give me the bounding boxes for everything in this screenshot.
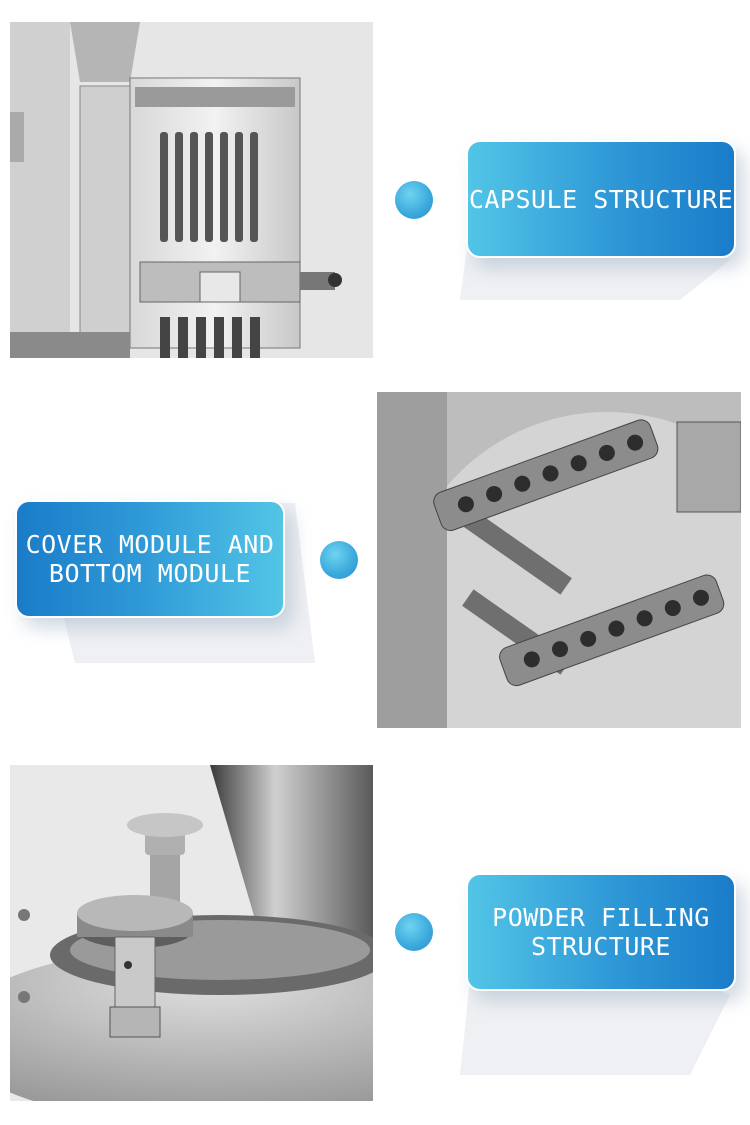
bullet-dot bbox=[395, 913, 433, 951]
powder-filling-label: POWDER FILLING STRUCTURE bbox=[466, 873, 736, 991]
cover-bottom-module-label: COVER MODULE AND BOTTOM MODULE bbox=[15, 500, 285, 618]
capsule-structure-label: CAPSULE STRUCTURE bbox=[466, 140, 736, 258]
capsule-mechanism-photo bbox=[10, 22, 373, 358]
bullet-dot bbox=[395, 181, 433, 219]
section-capsule-structure: CAPSULE STRUCTURE bbox=[0, 0, 750, 358]
section-powder-filling: POWDER FILLING STRUCTURE bbox=[0, 765, 750, 1102]
cover-bottom-module-photo bbox=[377, 392, 741, 728]
section-cover-bottom-module: COVER MODULE AND BOTTOM MODULE bbox=[0, 383, 750, 728]
powder-filling-photo bbox=[10, 765, 373, 1101]
bullet-dot bbox=[320, 541, 358, 579]
